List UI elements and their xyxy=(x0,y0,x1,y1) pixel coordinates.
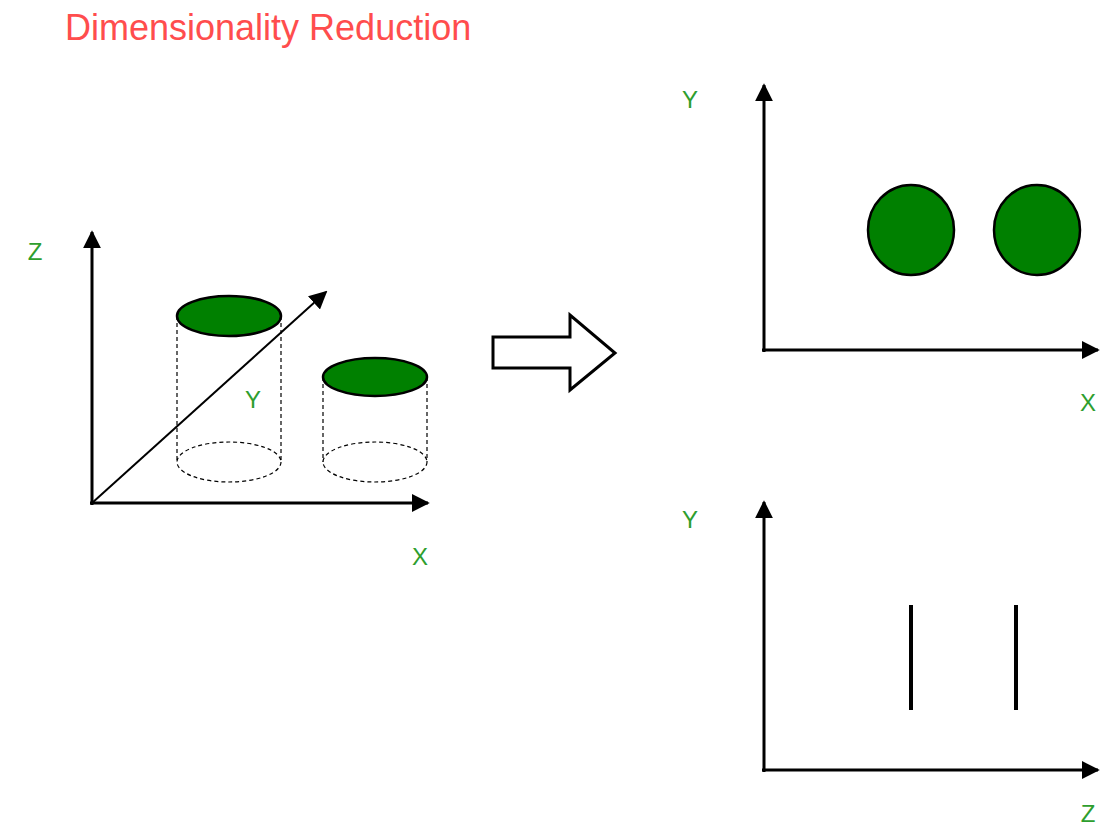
cylinder xyxy=(177,296,281,482)
axis-label: Y xyxy=(245,388,261,412)
circle-projection xyxy=(868,185,954,275)
diagram-title: Dimensionality Reduction xyxy=(65,8,471,48)
axis-label: X xyxy=(412,545,428,569)
axes-3d xyxy=(90,232,428,505)
axis-label: Y xyxy=(682,88,698,112)
transform-arrow xyxy=(493,315,615,390)
circle-projection xyxy=(994,185,1080,275)
axis-label: Y xyxy=(682,508,698,532)
axis-label: Z xyxy=(28,240,43,264)
axes-zy xyxy=(762,502,1098,772)
axes-xy xyxy=(762,85,1098,352)
line-projection xyxy=(909,605,913,710)
axis-label: Z xyxy=(1081,802,1096,826)
axis-label: X xyxy=(1080,391,1096,415)
line-projection xyxy=(1014,605,1018,710)
cylinder xyxy=(323,358,427,482)
